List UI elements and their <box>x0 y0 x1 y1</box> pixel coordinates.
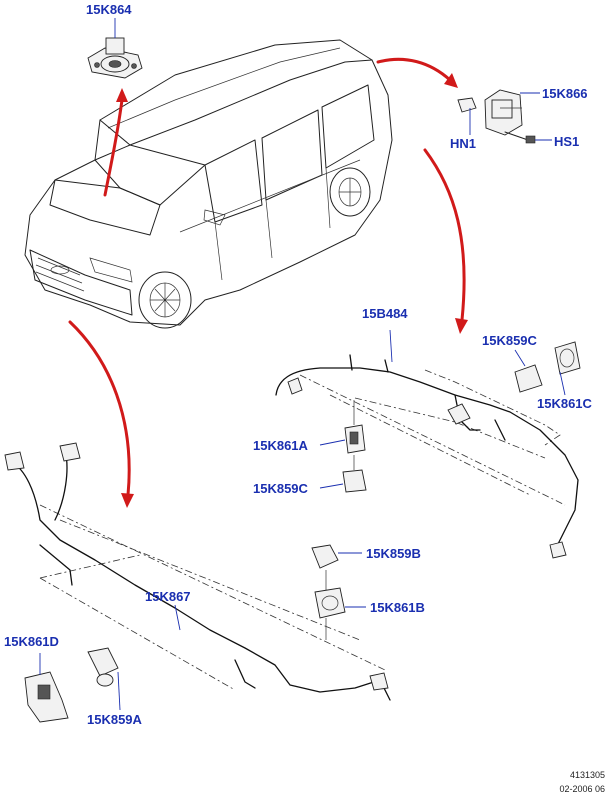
component-15K859C-rear-right[interactable] <box>514 349 543 393</box>
component-15K864[interactable] <box>87 18 143 79</box>
component-15K859A[interactable] <box>87 647 121 711</box>
callout-15K867[interactable]: 15K867 <box>145 589 191 604</box>
vehicle-illustration <box>24 39 393 329</box>
arrow-to-15B484 <box>423 148 466 322</box>
front-harness-15K867[interactable] <box>4 442 391 701</box>
arrow-head <box>444 73 458 88</box>
arrow-head <box>116 88 128 102</box>
component-15K859B[interactable] <box>311 544 362 590</box>
rear-harness-15B484[interactable] <box>275 329 579 559</box>
arrow-to-15K864 <box>103 98 124 197</box>
component-15K861A[interactable] <box>319 400 366 454</box>
callout-15B484[interactable]: 15B484 <box>362 306 408 321</box>
component-15K859C-rear-middle[interactable] <box>319 455 367 493</box>
component-HS1[interactable] <box>504 131 552 144</box>
callout-15K859B[interactable]: 15K859B <box>366 546 421 561</box>
callout-15K866[interactable]: 15K866 <box>542 86 588 101</box>
component-15K861D[interactable] <box>24 653 69 723</box>
component-15K861B[interactable] <box>314 587 366 640</box>
indicator-arrows <box>68 57 468 508</box>
component-HN1[interactable] <box>457 97 477 135</box>
arrow-to-15K867 <box>68 320 131 497</box>
callout-15K864[interactable]: 15K864 <box>86 2 132 17</box>
callout-15K861B[interactable]: 15K861B <box>370 600 425 615</box>
arrow-head <box>455 318 468 334</box>
component-15K866[interactable] <box>484 89 540 136</box>
drawing-number: 4131305 <box>570 770 605 780</box>
component-15K861C[interactable] <box>554 341 581 396</box>
arrow-to-15K866 <box>376 57 452 82</box>
callout-HS1[interactable]: HS1 <box>554 134 579 149</box>
drawing-date: 02-2006 06 <box>559 784 605 794</box>
callout-15K859C-rear-middle[interactable]: 15K859C <box>253 481 309 496</box>
callout-15K861A[interactable]: 15K861A <box>253 438 309 453</box>
arrow-head <box>121 493 134 508</box>
callout-15K859C-rear-right[interactable]: 15K859C <box>482 333 538 348</box>
callout-HN1[interactable]: HN1 <box>450 136 476 151</box>
callout-15K861D[interactable]: 15K861D <box>4 634 59 649</box>
callout-15K859A[interactable]: 15K859A <box>87 712 143 727</box>
callout-15K861C[interactable]: 15K861C <box>537 396 593 411</box>
